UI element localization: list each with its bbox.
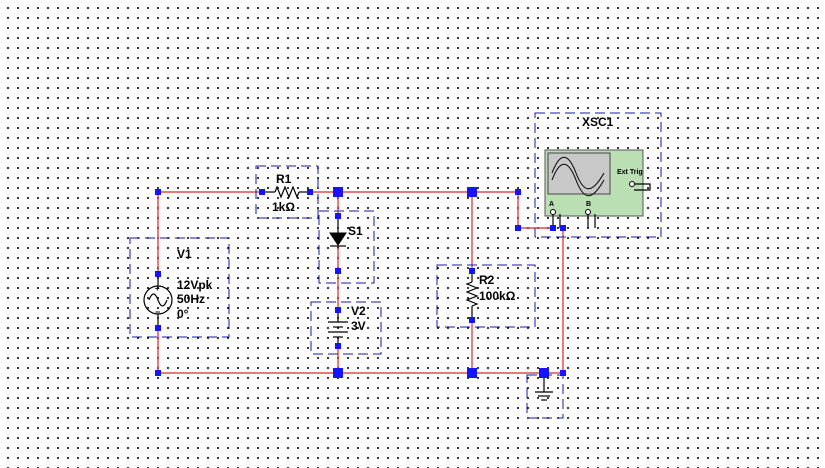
r2-value-label: 100kΩ [479, 289, 516, 303]
r2-pin-1[interactable] [469, 268, 475, 274]
dc-source-v2[interactable]: V2 3V [310, 301, 382, 355]
oscilloscope-xsc1[interactable]: XSC1 Ext Trig A B [534, 112, 662, 238]
xsc1-selection-box [534, 112, 662, 238]
xsc1-ext-trig-label: Ext Trig [617, 169, 643, 176]
resistor-zigzag-icon [465, 281, 479, 307]
resistor-zigzag-icon [274, 185, 300, 199]
junction-bottom-r2[interactable] [467, 368, 477, 378]
v2-ref-label: V2 [351, 304, 366, 318]
wire-end-marker[interactable] [515, 225, 521, 231]
r1-pin-1[interactable] [259, 189, 265, 195]
scope-pin-a-minus[interactable] [560, 225, 566, 231]
ground-symbol[interactable] [526, 373, 564, 419]
v2-value-label: 3V [351, 319, 366, 333]
scope-trace-2-icon [551, 163, 605, 197]
scope-trace-1-icon [551, 156, 605, 190]
s1-selection-box [318, 210, 375, 284]
wire-end-marker[interactable] [515, 189, 521, 195]
r1-selection-box [255, 165, 319, 219]
ac-source-v1[interactable]: + − V1 12Vpk 50Hz 0° [129, 237, 230, 338]
junction-top-r2[interactable] [467, 187, 477, 197]
v2-pin-minus[interactable] [335, 343, 341, 349]
v2-pin-plus[interactable] [335, 307, 341, 313]
s1-ref-label: S1 [348, 224, 363, 238]
r2-ref-label: R2 [479, 273, 495, 287]
wire-end-marker[interactable] [155, 189, 161, 195]
resistor-r2[interactable]: R2 100kΩ [436, 264, 536, 328]
diode-s1[interactable]: S1 [318, 210, 375, 284]
v1-selection-box [129, 237, 230, 338]
ext-trig-terminal[interactable] [629, 181, 635, 187]
v1-amplitude-label: 12Vpk [177, 278, 213, 292]
r1-pin-2[interactable] [307, 189, 313, 195]
xsc1-channel-a-label: A [549, 201, 554, 208]
minus-sign-icon: − [155, 307, 160, 317]
v1-frequency-label: 50Hz [177, 292, 205, 306]
wire-end-marker[interactable] [560, 370, 566, 376]
junction-bottom-v2[interactable] [333, 368, 343, 378]
r2-pin-2[interactable] [469, 317, 475, 323]
s1-pin-cathode[interactable] [335, 268, 341, 274]
junction-top-s1[interactable] [333, 187, 343, 197]
xsc1-ref-label: XSC1 [582, 115, 614, 129]
diode-icon [329, 232, 347, 246]
v1-pin-minus[interactable] [155, 325, 161, 331]
v1-phase-label: 0° [177, 307, 189, 321]
s1-pin-anode[interactable] [335, 213, 341, 219]
wire-end-marker[interactable] [155, 370, 161, 376]
wire-v1-top[interactable] [157, 191, 262, 274]
v1-pin-plus[interactable] [155, 271, 161, 277]
xsc1-channel-b-label: B [586, 201, 591, 208]
sine-wave-icon [148, 293, 168, 307]
r1-value-label: 1kΩ [272, 200, 295, 214]
r2-selection-box [436, 264, 536, 328]
plus-sign-icon: + [155, 284, 160, 293]
channel-b-terminal[interactable] [585, 209, 591, 215]
wire-v1-bottom[interactable] [157, 328, 544, 374]
v1-ref-label: V1 [177, 247, 192, 261]
r1-ref-label: R1 [276, 172, 292, 186]
ground-icon [535, 391, 553, 401]
battery-icon [328, 321, 348, 338]
scope-pin-a-plus[interactable] [550, 225, 556, 231]
v2-selection-box [310, 301, 382, 355]
resistor-r1[interactable]: R1 1kΩ [255, 165, 319, 219]
channel-a-terminal[interactable] [550, 209, 556, 215]
junctions [155, 187, 566, 378]
wire-gnd-scope[interactable] [544, 228, 564, 374]
junction-ground[interactable] [539, 368, 549, 378]
